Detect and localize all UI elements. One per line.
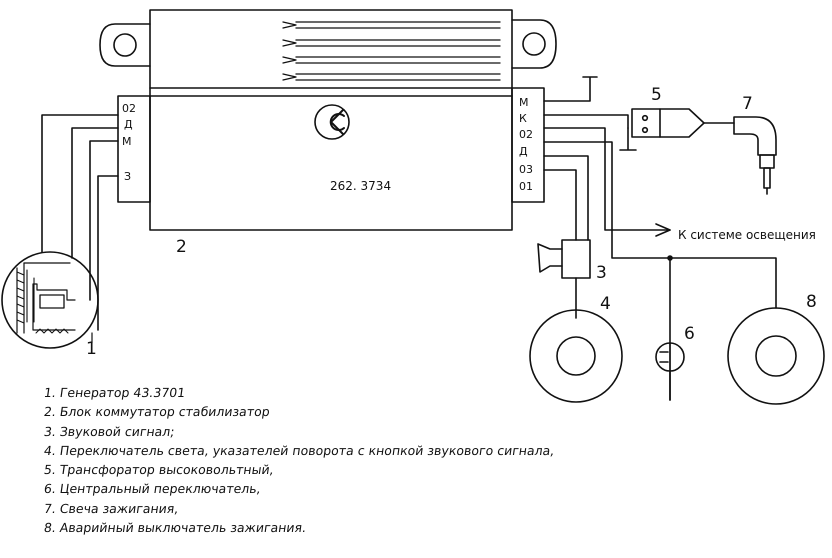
commutator-block — [99, 9, 557, 231]
block-model-number: 262. 3734 — [330, 179, 391, 193]
right-pin-k: К — [519, 112, 527, 125]
right-pin-01: 01 — [519, 180, 533, 193]
left-pins: 02 Д М З — [122, 102, 136, 183]
label-7: 7 — [742, 94, 753, 114]
legend-item: 8. Аварийный выключатель зажигания. — [42, 520, 308, 536]
legend-item: 1. Генератор 43.3701 — [42, 385, 187, 400]
right-pins: М К 02 Д 03 01 — [519, 96, 533, 193]
legend-item: 3. Звуковой сигнал; — [42, 423, 176, 439]
legend-item: 6. Центральный переключатель, — [42, 481, 262, 497]
horn — [537, 239, 591, 319]
legend-item: 5. Трансфоратор высоковольтный, — [42, 462, 275, 478]
left-pin-m: М — [122, 135, 132, 148]
legend-item: 4. Переключатель света, указателей повор… — [42, 442, 556, 458]
generator — [1, 114, 119, 349]
right-pin-03: 03 — [519, 163, 533, 176]
label-2: 2 — [176, 237, 187, 257]
right-pin-02: 02 — [519, 128, 533, 141]
emergency-switch-8 — [727, 307, 825, 405]
legend-item: 7. Свеча зажигания, — [42, 500, 180, 516]
label-5: 5 — [651, 85, 662, 105]
high-voltage-transformer — [619, 108, 735, 151]
lighting-system-label: К системе освещения — [678, 228, 816, 242]
light-switch-4 — [529, 309, 623, 403]
label-1: 1 — [86, 339, 97, 359]
left-pin-d: Д — [124, 118, 133, 131]
right-pin-d: Д — [519, 145, 528, 158]
label-6: 6 — [684, 324, 695, 344]
component-numbers: 1 2 3 4 5 6 7 8 — [86, 85, 817, 359]
left-pin-z: З — [124, 170, 131, 183]
label-3: 3 — [596, 263, 607, 283]
left-pin-02: 02 — [122, 102, 136, 115]
central-switch-6 — [655, 342, 685, 401]
label-8: 8 — [806, 292, 817, 312]
legend: 1. Генератор 43.3701 2. Блок коммутатор … — [42, 383, 556, 537]
right-pin-m: М — [519, 96, 529, 109]
legend-item: 2. Блок коммутатор стабилизатор — [42, 404, 271, 420]
spark-plug — [733, 116, 777, 195]
label-4: 4 — [600, 294, 611, 314]
